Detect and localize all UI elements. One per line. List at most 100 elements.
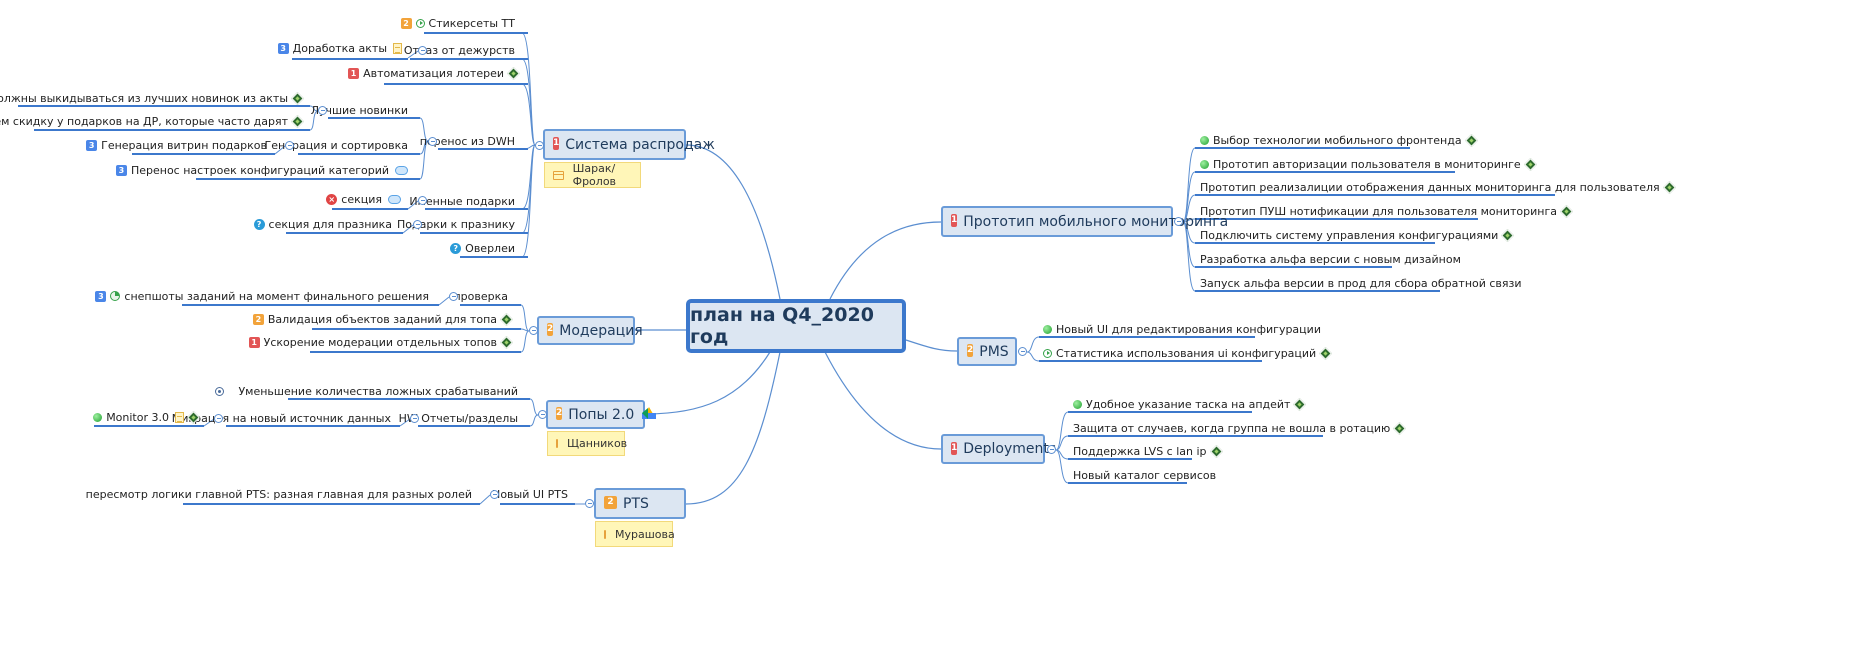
- document-icon: [393, 42, 402, 54]
- subtopic[interactable]: HW Отчеты/разделы: [399, 412, 518, 426]
- subtopic-label: Генерация и сортировка: [264, 139, 408, 152]
- subtopic-label: Лучшие новинки: [310, 104, 408, 117]
- collapse-icon[interactable]: [1174, 217, 1183, 226]
- collapse-icon[interactable]: [410, 414, 419, 423]
- collapse-icon[interactable]: [1047, 445, 1056, 454]
- milestone-icon: [1319, 346, 1333, 360]
- subtopic[interactable]: Именные подарки: [409, 195, 515, 209]
- comment-icon: [388, 194, 401, 204]
- note-owner[interactable]: Щанников: [547, 431, 627, 456]
- subtopic[interactable]: ×секция: [326, 193, 401, 207]
- note-icon: [553, 170, 564, 180]
- subtopic[interactable]: Миграция на новый источник данных: [172, 412, 391, 426]
- subtopic[interactable]: Выбор технологии мобильного фронтенда: [1200, 133, 1478, 148]
- collapse-icon[interactable]: [449, 292, 458, 301]
- subtopic[interactable]: ?Убираем скидку у подарков на ДР, которы…: [0, 114, 304, 129]
- collapse-icon[interactable]: [413, 220, 422, 229]
- subtopic[interactable]: ?Оверлеи: [450, 242, 515, 256]
- topic-pms[interactable]: 2 PMS: [957, 337, 1017, 366]
- progress-complete-icon: [1073, 399, 1082, 409]
- collapse-icon[interactable]: [428, 137, 437, 146]
- subtopic[interactable]: Прототип ПУШ нотификации для пользовател…: [1200, 204, 1573, 219]
- note-text: Мурашова: [615, 527, 675, 541]
- subtopic-label: Подарки к празнику: [396, 218, 515, 231]
- subtopic[interactable]: Новый UI для редактирования конфигурации: [1043, 323, 1321, 337]
- subtopic[interactable]: Уменьшение количества ложных срабатывани…: [215, 385, 518, 399]
- subtopic-label: Уменьшение количества ложных срабатывани…: [238, 385, 518, 398]
- milestone-icon: [291, 114, 304, 128]
- subtopic-label: Оверлеи: [465, 242, 515, 255]
- note-owner[interactable]: Мурашова: [595, 521, 675, 547]
- collapse-icon[interactable]: [529, 326, 538, 335]
- collapse-icon[interactable]: [490, 490, 499, 499]
- connector: [1055, 411, 1069, 451]
- subtopic[interactable]: Статистика использования ui конфигураций: [1043, 346, 1333, 361]
- subtopic[interactable]: Прототип реализалиции отображения данных…: [1200, 180, 1676, 195]
- subtopic[interactable]: Отказ от дежурств: [404, 44, 515, 58]
- connector: [479, 494, 491, 505]
- connector: [529, 398, 539, 416]
- collapse-icon[interactable]: [285, 141, 294, 150]
- topic-label: Deployments: [963, 441, 1057, 457]
- subtopic[interactable]: Подарки к празнику: [397, 218, 515, 232]
- progress-complete-icon: [1200, 135, 1209, 145]
- subtopic-label: Поддержка LVS с lan ip: [1073, 445, 1207, 458]
- collapse-icon[interactable]: [538, 410, 547, 419]
- subtopic[interactable]: Генерация и сортировка: [265, 139, 408, 153]
- topic-moderation[interactable]: 2 Модерация: [537, 316, 643, 345]
- subtopic[interactable]: Прототип авторизации пользователя в мони…: [1200, 157, 1537, 172]
- question-icon: ?: [450, 242, 462, 254]
- topic-pts[interactable]: 2 PTS: [594, 488, 686, 519]
- subtopic[interactable]: Monitor 3.0: [93, 410, 200, 425]
- collapse-icon[interactable]: [535, 141, 544, 150]
- priority-icon: 2: [556, 407, 563, 420]
- collapse-icon[interactable]: [418, 196, 427, 205]
- topic-deployments[interactable]: 1 Deployments: [941, 434, 1056, 464]
- subtopic[interactable]: ?секция для празника: [253, 218, 392, 232]
- subtopic-label: секция: [341, 193, 382, 206]
- connector: [685, 144, 781, 300]
- subtopic[interactable]: Подключить систему управления конфигурац…: [1200, 228, 1515, 243]
- milestone-icon: [187, 410, 200, 424]
- collapse-icon[interactable]: [585, 499, 594, 508]
- milestone-icon: [1501, 228, 1515, 242]
- collapse-icon[interactable]: [318, 106, 327, 115]
- topic-popups[interactable]: 2 Попы 2.0: [546, 400, 657, 429]
- subtopic[interactable]: Лучшие новинки: [311, 104, 408, 118]
- subtopic[interactable]: Новый UI PTS: [492, 488, 568, 502]
- connector: [520, 330, 530, 353]
- subtopic[interactable]: перенос из DWH: [420, 135, 515, 149]
- topic-label: Попы 2.0: [568, 406, 635, 423]
- subtopic[interactable]: Поддержка LVS с lan ip: [1073, 444, 1223, 459]
- subtopic-label: Новый UI PTS: [492, 488, 568, 501]
- central-topic[interactable]: план на Q4_2020 год: [686, 299, 906, 353]
- collapse-icon[interactable]: [418, 46, 427, 55]
- collapse-icon[interactable]: [214, 414, 223, 423]
- topic-mobile-monitoring[interactable]: 1 Прототип мобильного мониторинга: [941, 206, 1228, 237]
- subtopic[interactable]: пересмотр логики главной PTS: разная гла…: [86, 488, 472, 502]
- topic-sales-system[interactable]: 1 Система распродаж: [543, 129, 715, 160]
- subtopic[interactable]: Новый каталог сервисов: [1073, 469, 1216, 483]
- connector: [309, 110, 319, 131]
- note-owner[interactable]: Шарак/Фролов: [544, 162, 641, 188]
- priority-icon: 3: [95, 290, 107, 302]
- subtopic[interactable]: Подарки должны выкидываться из лучших но…: [0, 91, 304, 106]
- connector: [905, 339, 958, 352]
- connector: [407, 200, 419, 210]
- connector: [399, 418, 411, 427]
- subtopic[interactable]: Защита от случаев, когда группа не вошла…: [1073, 421, 1407, 436]
- collapse-icon[interactable]: [1018, 347, 1027, 356]
- subtopic[interactable]: Удобное указание таска на апдейт: [1073, 397, 1307, 412]
- subtopic[interactable]: Запуск альфа версии в прод для сбора обр…: [1200, 277, 1522, 291]
- subtopic[interactable]: Разработка альфа версии с новым дизайном: [1200, 253, 1461, 267]
- subtopic[interactable]: проверка: [453, 290, 508, 304]
- topic-label: Система распродаж: [565, 136, 715, 153]
